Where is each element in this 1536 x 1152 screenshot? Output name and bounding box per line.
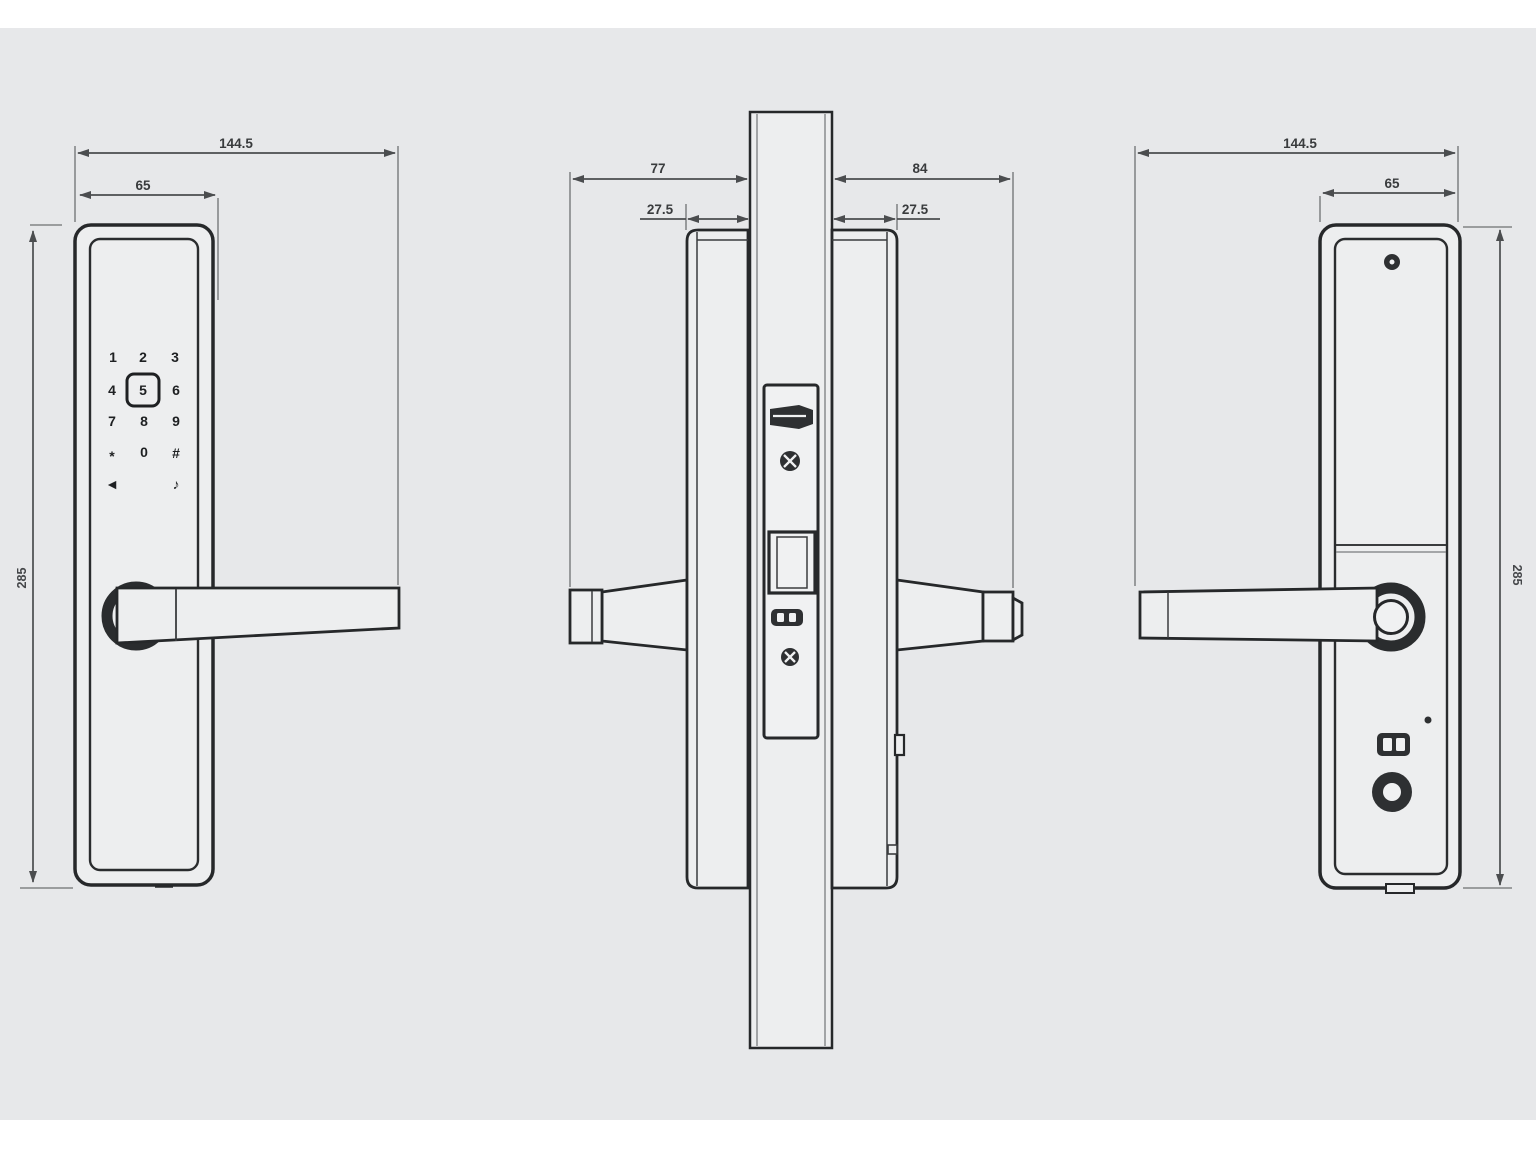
side-front-escutcheon — [685, 228, 750, 890]
front-dimensions: 144.5 65 285 — [15, 136, 399, 889]
deadbolt-slot-inner — [776, 536, 808, 589]
led-dot-icon — [1424, 716, 1432, 724]
front-body-face — [88, 237, 200, 872]
screw-cross — [783, 454, 797, 468]
back-lever-neck — [895, 578, 985, 652]
front-body-outline — [73, 223, 215, 887]
back-escutcheon-notch — [887, 844, 898, 855]
keypad-bell-icon: ♪ — [173, 476, 180, 492]
back-handle-lever — [1138, 586, 1379, 643]
dim-back-projection: 84 — [912, 161, 928, 176]
auxiliary-bolt-pin — [777, 613, 784, 622]
dim-front-escutcheon-depth: 27.5 — [647, 202, 674, 217]
sensor-dot-center — [1389, 259, 1395, 265]
front-escutcheon-profile — [685, 228, 750, 890]
key-5-highlight-frame — [125, 372, 161, 408]
back-lever-tip — [1011, 595, 1024, 643]
back-escutcheon-profile — [830, 228, 899, 890]
side-back-handle — [895, 578, 1024, 652]
keypad-back-icon: ◄ — [105, 476, 119, 492]
dim-body-height: 285 — [15, 568, 29, 589]
front-handle-lever — [115, 586, 401, 645]
mortise-faceplate — [762, 383, 820, 740]
back-body-face — [1333, 237, 1449, 876]
back-handle-spindle — [1373, 599, 1409, 635]
keypad: 1 2 3 4 5 6 7 8 9 * 0 # ◄ ♪ — [105, 349, 180, 492]
keypad-key-hash: # — [172, 445, 180, 461]
front-lever-neck — [600, 578, 689, 652]
dim-overall-width: 144.5 — [219, 136, 253, 151]
dim-back-escutcheon-depth: 27.5 — [902, 202, 929, 217]
screw-cross — [784, 651, 796, 663]
auxiliary-bolt-pin — [789, 613, 796, 622]
privacy-switch — [1377, 733, 1410, 756]
dim-body-width: 65 — [1384, 176, 1400, 191]
privacy-switch-slot — [1383, 738, 1392, 751]
keypad-key-star: * — [109, 448, 115, 464]
dim-overall-width: 144.5 — [1283, 136, 1317, 151]
thumbturn-knob-center — [1383, 783, 1401, 801]
side-front-handle — [568, 578, 689, 652]
keypad-key-1: 1 — [109, 349, 117, 365]
side-view: 77 84 27.5 27.5 — [568, 110, 1024, 1050]
keypad-key-0: 0 — [140, 444, 148, 460]
side-back-escutcheon — [830, 228, 906, 890]
keypad-key-3: 3 — [171, 349, 179, 365]
back-view: 144.5 65 285 — [1134, 136, 1524, 894]
deadbolt-slot — [767, 530, 817, 595]
back-escutcheon-button — [893, 733, 906, 757]
keypad-key-7: 7 — [108, 413, 116, 429]
side-dimensions: 77 84 27.5 27.5 — [569, 161, 1014, 588]
privacy-switch-slot — [1396, 738, 1405, 751]
keypad-key-5: 5 — [139, 382, 147, 398]
keypad-key-2: 2 — [139, 349, 147, 365]
keypad-key-8: 8 — [140, 413, 148, 429]
dim-body-width: 65 — [135, 178, 151, 193]
dim-body-height: 285 — [1510, 565, 1524, 586]
keypad-key-4: 4 — [108, 382, 116, 398]
front-lever-end-cap — [568, 588, 604, 645]
front-view: 1 2 3 4 5 6 7 8 9 * 0 # ◄ ♪ — [15, 136, 401, 889]
keypad-key-9: 9 — [172, 413, 180, 429]
keypad-key-6: 6 — [172, 382, 180, 398]
auxiliary-bolt — [771, 609, 803, 626]
back-lever-end-cap — [981, 590, 1015, 643]
dim-front-projection: 77 — [650, 161, 665, 176]
back-bottom-tab — [1385, 883, 1415, 894]
back-dimensions: 144.5 65 285 — [1134, 136, 1524, 889]
